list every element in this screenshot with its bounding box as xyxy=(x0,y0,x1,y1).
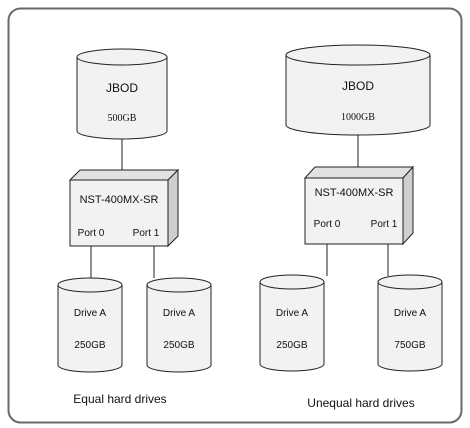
left-drive-a-size: 250GB xyxy=(74,340,105,351)
left-drive-b-label: Drive A xyxy=(163,308,196,319)
left-nst-device xyxy=(68,168,180,248)
left-drive-a-label: Drive A xyxy=(74,308,107,319)
right-nst-device xyxy=(303,165,415,246)
right-caption: Unequal hard drives xyxy=(307,396,414,410)
left-drive-b-cylinder xyxy=(146,277,212,373)
right-device-model: NST-400MX-SR xyxy=(315,187,394,199)
right-drive-b-label: Drive A xyxy=(394,308,427,319)
right-jbod-cylinder xyxy=(285,44,431,136)
right-drive-a-size: 250GB xyxy=(276,340,307,351)
left-jbod-cylinder xyxy=(76,48,168,140)
right-drive-a-cylinder xyxy=(259,274,325,372)
right-port0-label: Port 0 xyxy=(314,219,341,230)
right-setup xyxy=(259,44,443,372)
right-port1-label: Port 1 xyxy=(371,219,398,230)
right-jbod-title: JBOD xyxy=(342,79,374,93)
left-drive-a-cylinder xyxy=(57,277,123,373)
left-jbod-title: JBOD xyxy=(106,81,138,95)
left-device-model: NST-400MX-SR xyxy=(80,194,159,206)
left-setup xyxy=(57,48,212,373)
left-caption: Equal hard drives xyxy=(73,392,166,406)
left-port0-label: Port 0 xyxy=(78,228,105,239)
right-jbod-capacity: 1000GB xyxy=(341,112,375,123)
left-drive-b-size: 250GB xyxy=(163,340,194,351)
right-drive-a-label: Drive A xyxy=(276,308,309,319)
left-port1-label: Port 1 xyxy=(133,228,160,239)
right-drive-b-cylinder xyxy=(377,274,443,372)
left-jbod-capacity: 500GB xyxy=(108,113,137,124)
right-drive-b-size: 750GB xyxy=(394,340,425,351)
